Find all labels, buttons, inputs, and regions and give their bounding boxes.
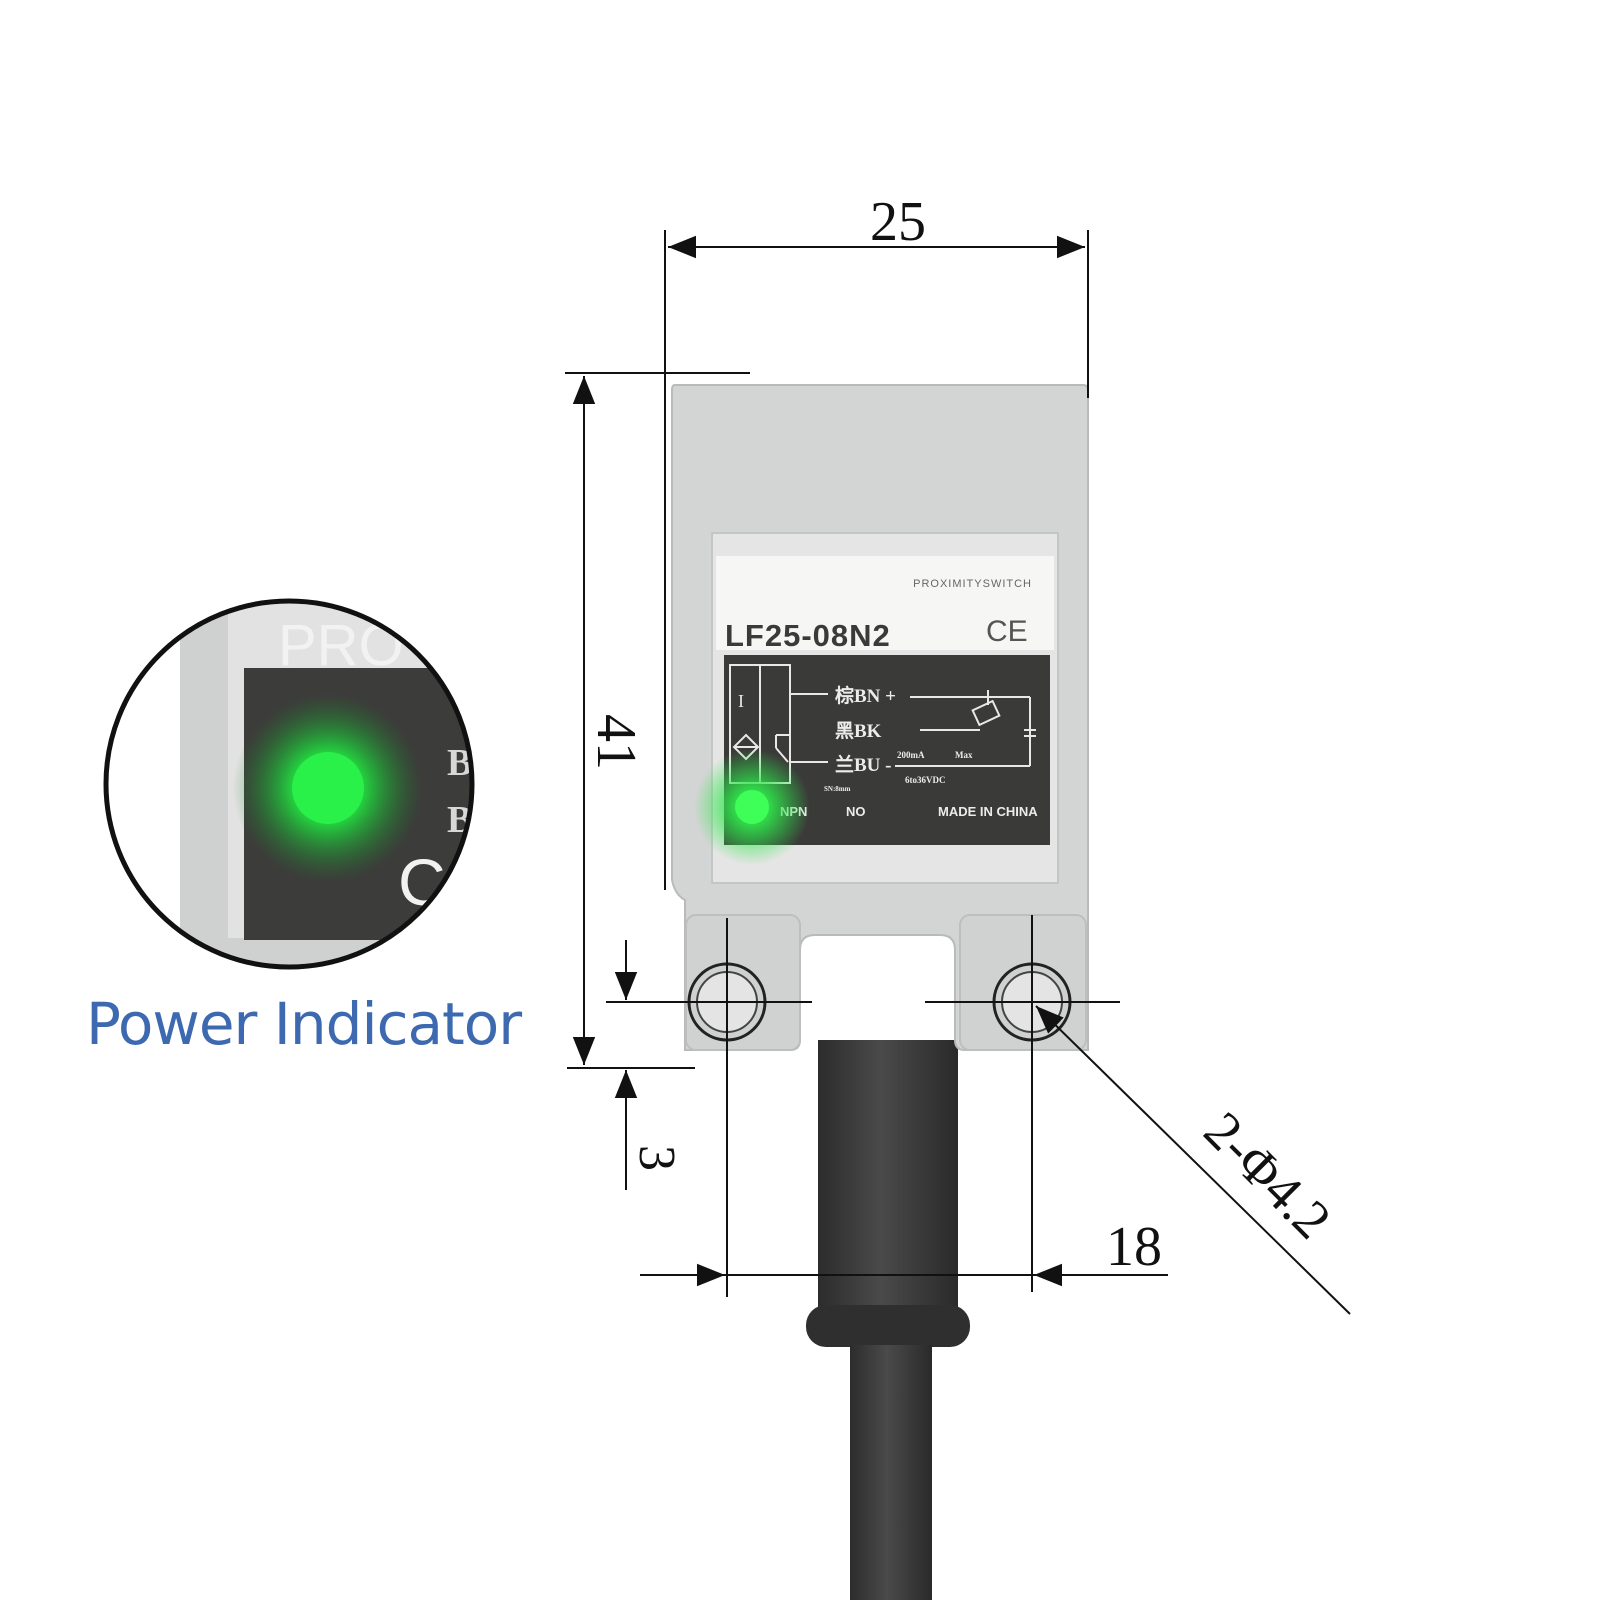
dimension-width: 25 [870, 191, 926, 253]
current-rating: 200mA [897, 750, 925, 760]
green-led-icon [694, 749, 810, 865]
wire-bu-label: 兰BU - [835, 753, 891, 776]
zoom-callout-border [103, 598, 475, 970]
relay-coil-icon [895, 690, 1036, 767]
label-header: PROXIMITYSWITCH [913, 578, 1032, 590]
power-indicator-caption: Power Indicator [86, 990, 522, 1058]
wire-bk-label: 黑BK [835, 720, 882, 742]
current-note: Max [955, 750, 973, 760]
ce-mark: CE [986, 615, 1028, 648]
wire-bn-label: 棕BN + [835, 684, 896, 707]
cable [806, 1040, 970, 1600]
zoom-callout: PRO B B Co [103, 598, 482, 970]
dimension-hole-spacing: 18 [1106, 1216, 1162, 1278]
sensing-distance: SN:8mm [824, 785, 851, 793]
sensor-symbol-i: I [738, 691, 744, 711]
dimension-height: 41 [585, 714, 647, 770]
origin-label: MADE IN CHINA [938, 804, 1038, 819]
zoom-text-top: PRO [278, 613, 404, 678]
dimension-lines [565, 230, 1351, 1315]
voltage-rating: 6to36VDC [905, 775, 946, 785]
dimension-hole-diameter: 2-Φ4.2 [1193, 1100, 1343, 1250]
dimension-offset: 3 [628, 1145, 685, 1171]
zoom-text-bottom: Co [398, 845, 482, 919]
model-number: LF25-08N2 [725, 618, 891, 653]
contact-type: NO [846, 804, 866, 819]
